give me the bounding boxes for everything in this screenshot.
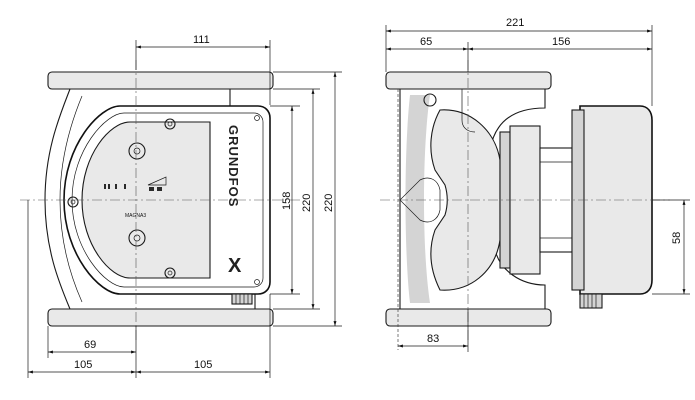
dim-105-left-label: 105 <box>74 359 92 371</box>
side-cable-connector <box>579 293 603 309</box>
front-screw <box>70 199 76 205</box>
dim-221-label: 221 <box>506 17 524 29</box>
front-dimensions: 111 158 220 220 69 105 105 <box>27 34 342 378</box>
front-cable-connector <box>231 293 253 305</box>
front-indicator-leds <box>104 184 126 189</box>
front-screw <box>254 115 260 121</box>
front-screw <box>164 267 176 279</box>
side-bottom-flange <box>385 308 552 327</box>
dim-58-label: 58 <box>671 232 683 244</box>
front-screw <box>167 121 173 127</box>
front-brand-text: GRUNDFOS <box>226 125 241 207</box>
front-level-indicator <box>147 176 167 191</box>
side-housing-shading <box>405 95 430 303</box>
front-screw <box>67 196 79 208</box>
front-top-button-inner <box>133 147 141 155</box>
front-top-flange <box>47 71 274 90</box>
side-dimensions: 221 65 156 83 58 <box>385 17 690 352</box>
dim-105-right-label: 105 <box>194 359 212 371</box>
dim-156-label: 156 <box>552 36 570 48</box>
front-screw <box>167 270 173 276</box>
side-top-flange <box>385 71 552 90</box>
side-view <box>380 60 670 350</box>
dim-69-label: 69 <box>84 339 96 351</box>
front-bottom-button <box>128 229 146 247</box>
dim-158-label: 158 <box>281 192 293 210</box>
front-panel-label: MAGNA3 <box>125 213 146 219</box>
side-neck <box>461 89 476 133</box>
side-top-boss <box>423 93 437 107</box>
dim-220b-label: 220 <box>323 194 335 212</box>
dim-83-label: 83 <box>427 333 439 345</box>
front-brand-mark: X <box>228 255 242 277</box>
front-bottom-button-inner <box>133 234 141 242</box>
dim-111-label: 111 <box>193 34 210 46</box>
front-screw <box>254 279 260 285</box>
front-bottom-flange <box>47 308 274 327</box>
front-top-button <box>128 142 146 160</box>
front-control-box-inner <box>71 112 264 288</box>
front-screw <box>164 118 176 130</box>
dim-65-label: 65 <box>420 36 432 48</box>
dim-220a-label: 220 <box>301 194 313 212</box>
front-view: MAGNA3 GRUNDFOS X <box>20 60 300 340</box>
